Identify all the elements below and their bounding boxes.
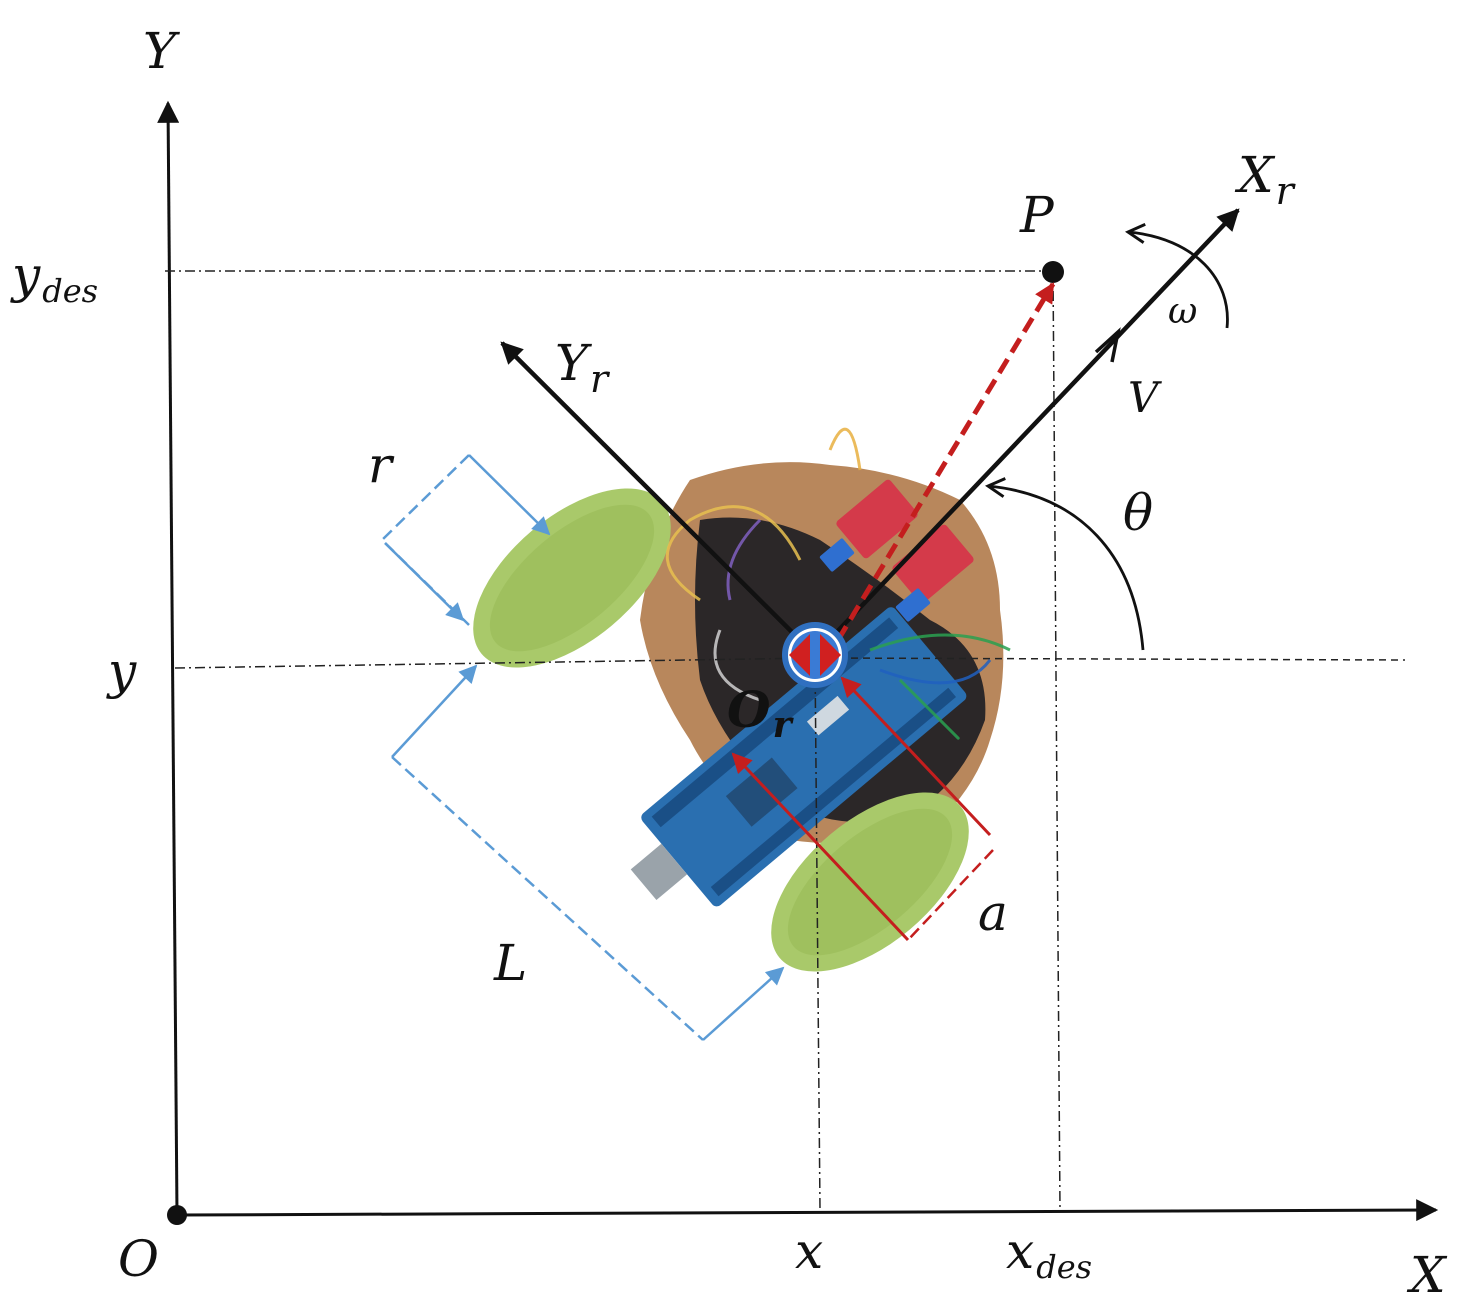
offset-dimension [731, 676, 994, 942]
wheel-radius-dimension [380, 454, 551, 626]
wheel-radius-label: r [368, 436, 395, 494]
robot-origin-label: Or [727, 680, 795, 746]
omega-arc [1124, 223, 1229, 329]
y-axis-label: Y [143, 22, 180, 80]
y-des-label: ydes [10, 246, 98, 310]
robot-frame [500, 208, 1240, 657]
robot-body [473, 427, 1011, 972]
robot-x-axis-label: Xr [1234, 146, 1297, 213]
y-position-label: y [106, 642, 137, 700]
x-position-label: x [795, 1222, 823, 1280]
sensor-modules [819, 479, 974, 622]
guide-x [814, 657, 821, 1211]
x-axis-label: X [1406, 1246, 1448, 1304]
wheel-base-dimension [391, 664, 785, 1041]
guide-lines [165, 270, 1406, 1211]
target-point-p [1042, 261, 1064, 283]
y-axis-line [157, 100, 180, 1216]
origin-label: O [118, 1230, 159, 1288]
guide-y [174, 657, 816, 669]
omega-label: ω [1168, 291, 1197, 332]
left-wheel [473, 488, 671, 668]
guide-x-des [1052, 270, 1061, 1211]
global-axes [157, 100, 1439, 1225]
x-axis-line [176, 1199, 1439, 1222]
theta-label: θ [1123, 484, 1153, 542]
wires [665, 427, 1011, 740]
velocity-label: V [1128, 373, 1162, 422]
x-des-label: xdes [1006, 1222, 1092, 1286]
wheel-base-label: L [493, 934, 527, 992]
point-p-label: P [1019, 186, 1055, 244]
velocity-arrow-icon [1094, 327, 1121, 363]
offset-label: a [978, 884, 1008, 942]
robot-y-axis [500, 341, 817, 657]
theta-arc [984, 477, 1145, 651]
robot-center-marker [782, 622, 848, 688]
robot-x-axis [813, 208, 1240, 657]
right-wheel [771, 792, 969, 972]
heading-reference [814, 657, 1406, 661]
origin-point [167, 1205, 187, 1225]
target-vector [835, 282, 1056, 642]
robot-y-axis-label: Yr [555, 334, 611, 401]
